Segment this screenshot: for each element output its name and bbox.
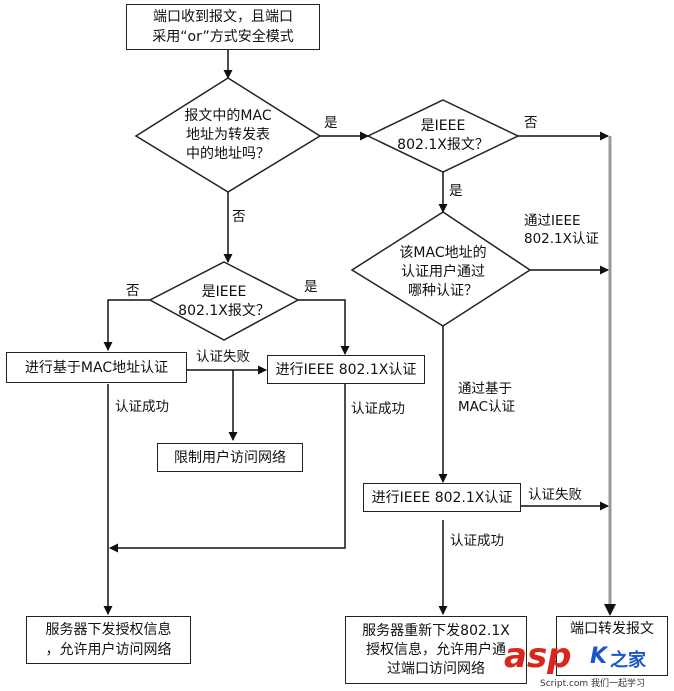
label-yes-mac: 是: [324, 115, 338, 131]
label-auth-success-2: 认证成功: [351, 401, 405, 417]
start-box: 端口收到报文，且端口 采用“or”方式安全模式: [126, 4, 320, 50]
decision-which-auth-text: 该MAC地址的 认证用户通过 哪种认证？: [399, 245, 487, 299]
edge-ieee-left-yes: [298, 299, 350, 355]
grant-mid-box: 服务器重新下发802.1X 授权信息，允许用户通 过端口访问网络: [345, 616, 527, 684]
label-no-ieee-right: 否: [524, 115, 538, 131]
decision-which-auth: [350, 211, 532, 327]
watermark-brand: asp: [504, 636, 572, 676]
grant-left-box: 服务器下发授权信息 ，允许用户访问网络: [26, 616, 191, 664]
watermark-cn: 之家: [610, 650, 646, 671]
edge-ieee-mid-success: [109, 384, 346, 553]
decision-mac-in-table-text: 报文中的MAC 地址为转发表 中的地址吗？: [184, 108, 272, 162]
decision-mac-in-table: [134, 77, 322, 193]
decision-ieee-left: [148, 261, 300, 341]
edge-ieee-left-no: [103, 299, 150, 351]
label-auth-success-3: 认证成功: [450, 533, 504, 549]
label-yes-ieee-right: 是: [449, 183, 463, 199]
watermark-sub: Script.com 我们一起学习: [540, 679, 646, 689]
watermark-logo: asp K 之家 Script.com 我们一起学习: [504, 636, 672, 690]
decision-ieee-right-text: 是IEEE 802.1X报文？: [397, 118, 489, 153]
mac-auth-box: 进行基于MAC地址认证: [6, 352, 187, 383]
label-pass-mac: 通过基于 MAC认证: [458, 381, 516, 415]
decision-ieee-left-text: 是IEEE 802.1X报文？: [178, 284, 270, 319]
label-auth-fail-2: 认证失败: [528, 487, 582, 503]
ieee-auth-low-box: 进行IEEE 802.1X认证: [363, 483, 521, 512]
label-no-ieee-left: 否: [126, 283, 140, 299]
restrict-access-box: 限制用户访问网络: [157, 443, 303, 472]
watermark-k-icon: K: [590, 644, 608, 669]
label-pass-ieee: 通过IEEE 802.1X认证: [524, 213, 599, 247]
label-yes-ieee-left: 是: [304, 279, 318, 295]
forward-box: 端口转发报文: [556, 616, 668, 676]
label-auth-success-1: 认证成功: [115, 399, 169, 415]
decision-ieee-right: [366, 99, 520, 173]
label-no-mac: 否: [232, 209, 246, 225]
ieee-auth-mid-box: 进行IEEE 802.1X认证: [267, 355, 425, 384]
label-auth-fail-1: 认证失败: [196, 349, 250, 365]
